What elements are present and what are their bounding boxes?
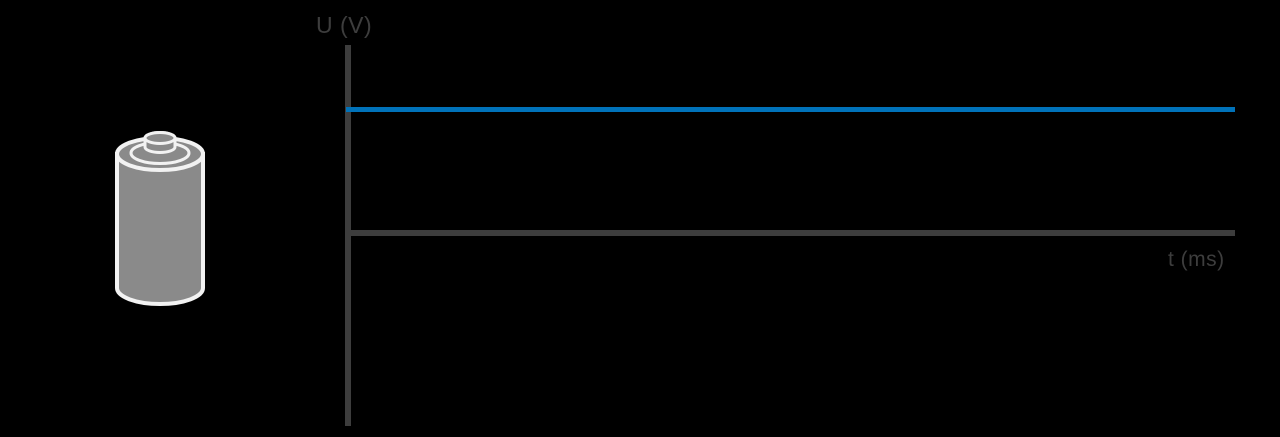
battery-svg xyxy=(115,131,205,306)
battery-body xyxy=(115,152,205,306)
x-axis-label: t (ms) xyxy=(1168,248,1225,271)
y-axis-label: U (V) xyxy=(316,12,373,38)
battery-illustration xyxy=(108,128,212,316)
battery-terminal-top xyxy=(143,131,177,145)
x-axis xyxy=(345,230,1235,236)
voltage-trace-line xyxy=(346,107,1235,112)
